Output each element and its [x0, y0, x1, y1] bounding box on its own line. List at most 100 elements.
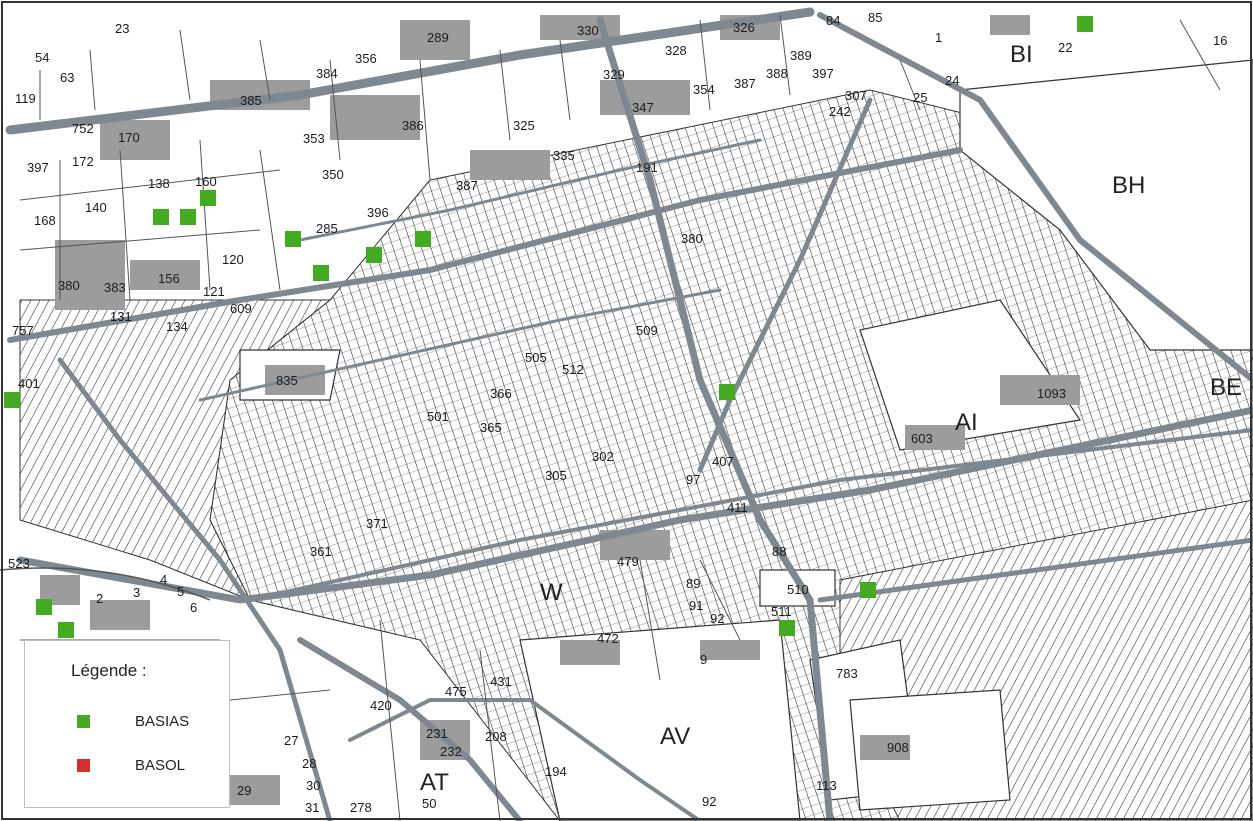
parcel-label: 330: [577, 23, 599, 38]
parcel-label: 16: [1213, 33, 1227, 48]
parcel-label: 510: [787, 582, 809, 597]
parcel-label: 472: [597, 631, 619, 646]
open-parcels: [239, 59, 1253, 821]
parcel-label: 24: [945, 73, 959, 88]
parcel-label: 347: [632, 100, 654, 115]
parcel-label: 475: [445, 684, 467, 699]
parcel-label: 156: [158, 271, 180, 286]
parcel-label: 119: [15, 91, 36, 106]
basias-site-marker[interactable]: [415, 231, 431, 247]
parcel-label: 397: [812, 66, 834, 81]
parcel-label: 386: [402, 118, 424, 133]
parcel-label: 411: [727, 500, 748, 515]
parcel-label: 757: [12, 323, 34, 338]
parcel-label: 329: [603, 67, 625, 82]
parcel-label: 387: [456, 178, 478, 193]
parcel-label: 242: [829, 104, 851, 119]
basol-swatch: [77, 759, 90, 772]
parcel-label: 305: [545, 468, 567, 483]
parcel-label: 54: [35, 50, 49, 65]
parcel-label: 27: [284, 733, 298, 748]
parcel-label: 22: [1058, 40, 1072, 55]
parcel-label: 783: [836, 666, 858, 681]
parcel-label: 194: [545, 764, 567, 779]
parcel-label: 208: [485, 729, 507, 744]
parcel-label: 609: [230, 301, 252, 316]
parcel-label: 361: [310, 544, 332, 559]
parcel-label: 4: [160, 572, 167, 587]
legend-item-basias: BASIAS: [77, 713, 227, 733]
section-label: BE: [1210, 374, 1242, 401]
parcel-label: 92: [710, 611, 724, 626]
parcel-label: 1: [935, 30, 942, 45]
parcel-label: 383: [104, 280, 126, 295]
parcel-label: 30: [306, 778, 320, 793]
parcel-label: 431: [490, 674, 512, 689]
parcel-label: 365: [480, 420, 502, 435]
basias-site-marker[interactable]: [58, 622, 74, 638]
basias-site-marker[interactable]: [779, 620, 795, 636]
legend-item-label: BASOL: [135, 757, 186, 774]
parcel-label: 2: [96, 591, 103, 606]
map-legend: Légende : BASIAS BASOL: [24, 640, 230, 808]
parcel-label: 479: [617, 554, 639, 569]
parcel-label: 505: [525, 350, 547, 365]
parcel-label: 131: [110, 309, 132, 324]
parcel-label: 325: [513, 118, 535, 133]
basias-site-marker[interactable]: [366, 247, 382, 263]
roads: [5, 7, 1253, 821]
basias-site-marker[interactable]: [1077, 16, 1093, 32]
parcel-label: 84: [826, 13, 840, 28]
parcel-label: 23: [115, 21, 129, 36]
parcel-label: 91: [689, 598, 703, 613]
parcel-label: 29: [237, 783, 251, 798]
legend-item-label: BASIAS: [135, 713, 190, 730]
parcel-label: 1093: [1037, 386, 1066, 401]
basias-site-marker[interactable]: [860, 582, 876, 598]
parcel-label: 389: [790, 48, 812, 63]
parcel-labels: 23 54 63 119 289 330 326 84 85 1 16 22 2…: [8, 10, 1227, 815]
parcel-label: 9: [700, 652, 707, 667]
basias-site-marker[interactable]: [153, 209, 169, 225]
basias-site-marker[interactable]: [200, 190, 216, 206]
parcel-label: 3: [133, 585, 140, 600]
parcel-label: 420: [370, 698, 392, 713]
parcel-label: 366: [490, 386, 512, 401]
parcel-label: 140: [85, 200, 107, 215]
basias-site-marker[interactable]: [36, 599, 52, 615]
parcel-label: 384: [316, 66, 338, 81]
parcel-label: 335: [553, 148, 575, 163]
parcel-label: 121: [203, 284, 225, 299]
section-label: AV: [660, 723, 690, 750]
section-label: BI: [1010, 41, 1033, 68]
basias-swatch: [77, 715, 90, 728]
parcel-label: 170: [118, 130, 140, 145]
parcel-label: 232: [440, 744, 462, 759]
parcel-label: 326: [733, 20, 755, 35]
parcel-boundaries: [19, 14, 1221, 821]
parcel-label: 385: [240, 93, 262, 108]
parcel-label: 278: [350, 800, 372, 815]
parcel-label: 371: [366, 516, 388, 531]
legend-item-basol: BASOL: [77, 757, 227, 777]
parcel-label: 88: [772, 544, 786, 559]
basias-site-marker[interactable]: [285, 231, 301, 247]
basias-site-marker[interactable]: [719, 384, 735, 400]
parcel-label: 387: [734, 76, 756, 91]
parcel-label: 380: [58, 278, 80, 293]
parcel-label: 92: [702, 794, 716, 809]
basias-site-marker[interactable]: [180, 209, 196, 225]
parcel-label: 407: [712, 454, 734, 469]
parcel-label: 97: [686, 472, 700, 487]
parcel-label: 28: [302, 756, 316, 771]
parcel-label: 328: [665, 43, 687, 58]
parcel-label: 511: [771, 604, 792, 619]
roundabout-curve: [0, 567, 211, 601]
parcel-label: 50: [422, 796, 436, 811]
basias-site-marker[interactable]: [313, 265, 329, 281]
parcel-label: 835: [276, 373, 298, 388]
parcel-label: 354: [693, 82, 715, 97]
basias-site-marker[interactable]: [4, 392, 20, 408]
parcel-label: 401: [18, 376, 40, 391]
